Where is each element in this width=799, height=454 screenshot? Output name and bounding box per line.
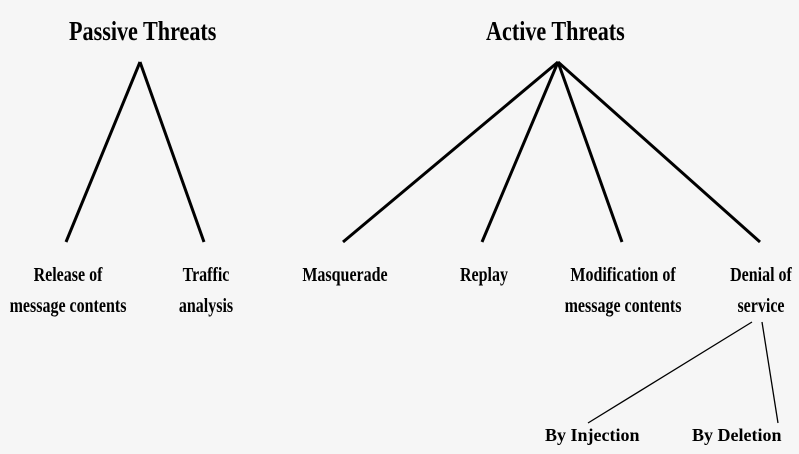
leaf-release-of-message-contents: Release of message contents — [10, 260, 127, 322]
edge-denial-injection — [587, 321, 753, 424]
leaf-line: Traffic — [182, 264, 230, 286]
edge-denial-deletion — [761, 321, 779, 424]
leaf-by-injection: By Injection — [545, 425, 640, 445]
leaf-line: Modification of — [570, 264, 676, 286]
leaf-masquerade: Masquerade — [302, 260, 387, 291]
passive-threats-title: Passive Threats — [69, 16, 217, 46]
leaf-traffic-analysis: Traffic analysis — [179, 260, 233, 322]
leaf-denial-of-service: Denial of service — [730, 260, 792, 322]
active-threats-title: Active Threats — [486, 16, 625, 46]
leaf-line: service — [737, 295, 785, 317]
leaf-line: Denial of — [730, 264, 792, 286]
edge-active-masquerade — [342, 60, 559, 244]
leaf-line: Masquerade — [302, 264, 388, 286]
leaf-replay: Replay — [460, 260, 508, 291]
leaf-modification-of-message-contents: Modification of message contents — [565, 260, 682, 322]
edge-active-replay — [480, 61, 560, 243]
edge-active-denial — [557, 60, 761, 244]
leaf-line: analysis — [178, 295, 234, 317]
leaf-line: message contents — [9, 295, 127, 317]
leaf-by-deletion: By Deletion — [692, 425, 782, 445]
edge-passive-release — [64, 61, 142, 243]
leaf-line: Release of — [33, 264, 103, 286]
leaf-line: Replay — [460, 264, 508, 286]
leaf-line: message contents — [564, 295, 682, 317]
edge-active-modification — [556, 61, 624, 243]
edge-passive-traffic — [138, 61, 206, 243]
